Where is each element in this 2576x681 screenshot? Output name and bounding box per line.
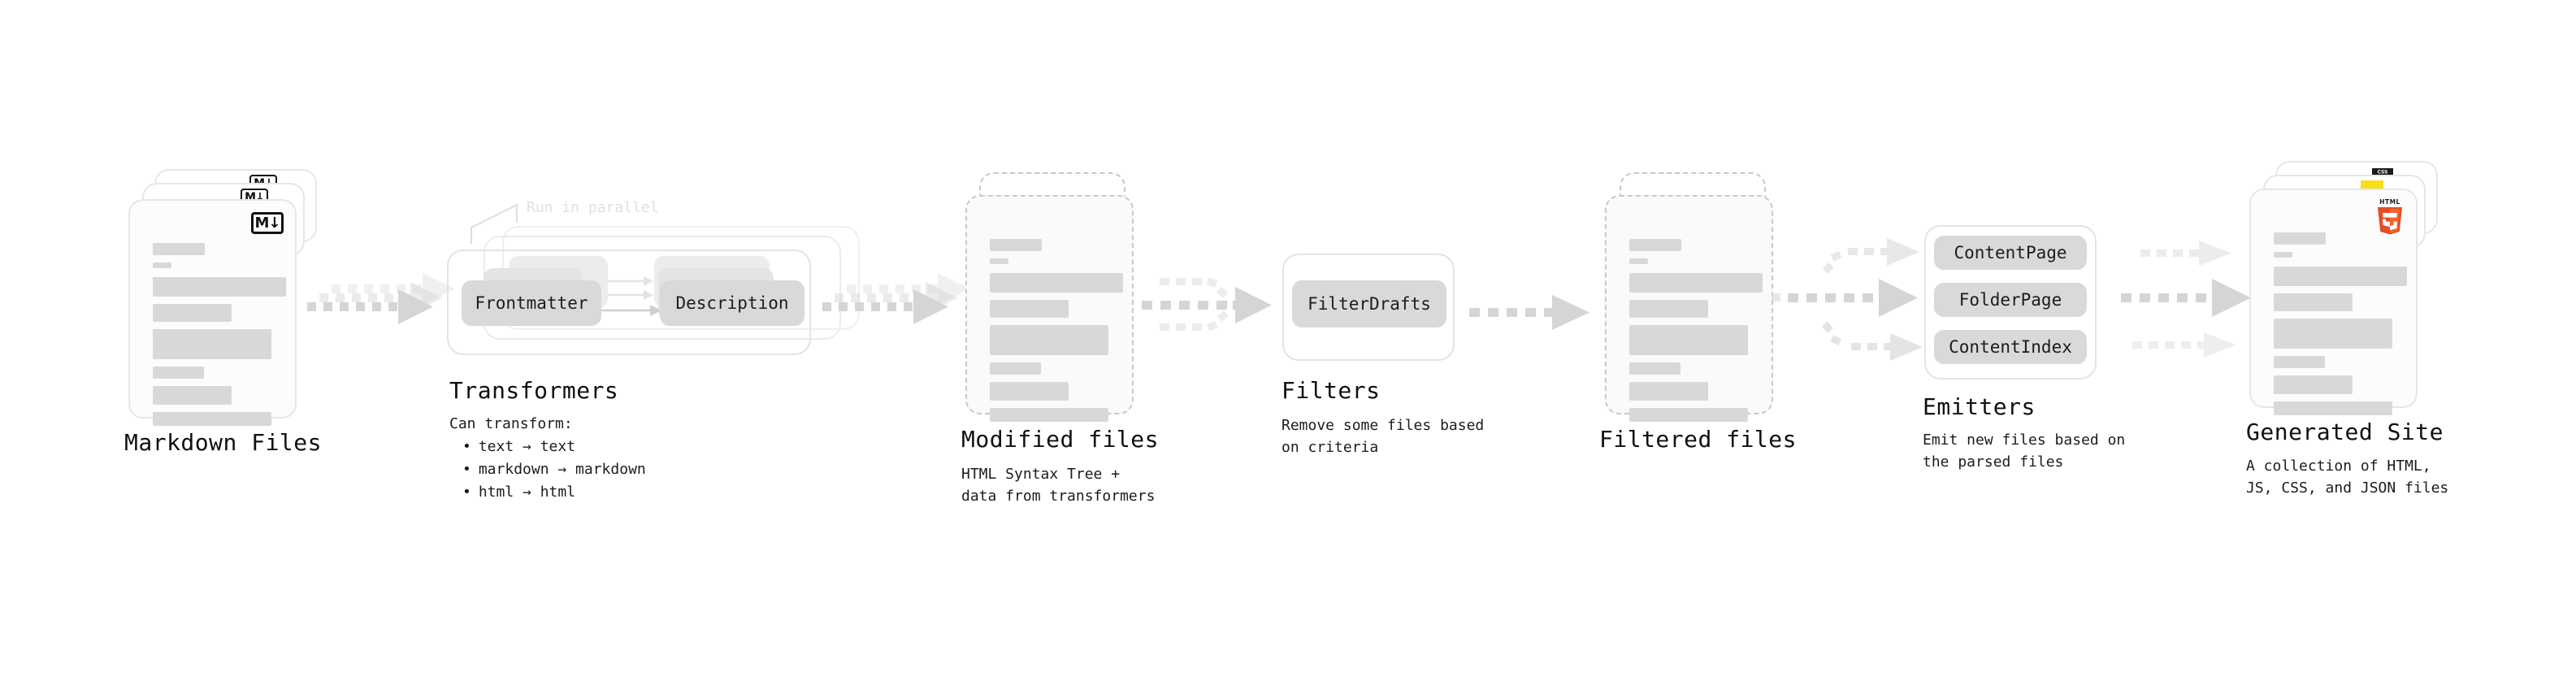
transformer-chip-frontmatter[interactable]: Frontmatter [462,280,601,326]
arrow-emitters-to-site [2121,241,2251,358]
arrow-modified-to-filters [1142,277,1272,332]
emitter-chip-contentindex-label: ContentIndex [1949,337,2072,357]
content-bar [1629,408,1748,422]
site-card-bars [2274,232,2407,423]
emitters-groupbox [1924,225,2097,380]
transformers-bullet-item: markdown → markdown [462,458,646,481]
content-bar [153,277,286,297]
content-bar [2274,375,2353,394]
content-bar [153,386,232,405]
arrow-filters-to-filtered [1469,295,1589,330]
transformer-chip-frontmatter-label: Frontmatter [475,293,588,313]
content-bar [990,239,1042,251]
stage-subtitle-emitters: Emit new files based on the parsed files [1923,432,2126,471]
content-bar [1629,325,1748,355]
emitter-chip-contentpage[interactable]: ContentPage [1934,236,2087,270]
content-bar [990,408,1108,422]
content-bar [2274,319,2392,349]
html5-badge-icon: HTML [2378,198,2402,235]
filters-groupbox [1282,254,1455,361]
filtered-card-bars [1629,239,1763,429]
modified-card-bars [990,239,1123,429]
content-bar [2274,293,2353,311]
content-bar [1629,362,1680,375]
transformer-chip-description-label: Description [675,293,789,313]
stage-label-emitters: Emitters [1923,393,2036,420]
content-bar [990,325,1108,355]
content-bar [2274,401,2392,415]
content-bar [153,329,271,359]
site-card-front: HTML [2249,189,2418,415]
transformers-bullet-item: html → html [462,481,646,504]
stage-label-filtered-files: Filtered files [1599,426,1798,453]
content-bar [990,382,1069,401]
stage-label-modified-files: Modified files [961,426,1160,453]
stage-label-generated-site: Generated Site [2246,419,2444,445]
markdown-badge-icon: M↓ [251,212,284,234]
content-bar [153,243,205,255]
content-bar [2274,232,2326,245]
content-bar [990,273,1123,293]
transformers-bullet-list: text → text markdown → markdown html → h… [449,436,646,504]
stage-subtitle-modified-files: HTML Syntax Tree + data from transformer… [961,466,1156,505]
transformer-chip-description[interactable]: Description [660,280,804,326]
filter-chip-filterdrafts[interactable]: FilterDrafts [1292,280,1446,327]
stage-label-markdown-files: Markdown Files [124,429,323,456]
transformers-bullets-header: Can transform: [449,415,573,432]
content-bar [153,412,271,426]
content-bar [1629,258,1648,264]
stage-subtitle-filters: Remove some files based on criteria [1281,417,1485,457]
stage-label-transformers: Transformers [449,377,619,404]
svg-text:HTML: HTML [2379,198,2400,206]
run-in-parallel-label: Run in parallel [527,199,659,216]
svg-text:CSS: CSS [2378,169,2388,175]
transformer-inner-arrows [600,276,661,316]
emitter-chip-contentindex[interactable]: ContentIndex [1934,330,2087,364]
markdown-badge-text: M↓ [254,214,281,232]
content-bar [1629,382,1708,401]
markdown-card-front: M↓ [128,199,297,426]
arrow-markdown-to-transformers [307,273,455,324]
content-bar [2274,267,2407,286]
run-in-parallel-bracket [471,203,518,244]
transformers-groupbox-front [447,249,811,355]
stage-subtitle-generated-site: A collection of HTML, JS, CSS, and JSON … [2246,458,2449,497]
content-bar [1629,300,1708,318]
stage-label-filters: Filters [1281,377,1381,404]
content-bar [990,362,1041,375]
content-bar [153,304,232,322]
content-bar [2274,356,2325,368]
content-bar [990,300,1069,318]
modified-card-front [965,195,1134,422]
emitter-chip-contentpage-label: ContentPage [1954,243,2067,262]
content-bar [153,262,171,268]
filtered-card-front [1605,195,1773,422]
transformers-bullet-item: text → text [462,436,646,458]
content-bar [153,367,204,379]
emitter-chip-folderpage[interactable]: FolderPage [1934,283,2087,317]
arrow-transformers-to-modified [822,273,970,324]
arrow-filtered-to-emitters [1772,238,1923,361]
content-bar [2274,252,2292,258]
markdown-card-bars [153,243,286,433]
content-bar [990,258,1008,264]
emitter-chip-folderpage-label: FolderPage [1958,290,2062,310]
content-bar [1629,273,1763,293]
transformers-bullets: Can transform: text → text markdown → ma… [449,413,646,504]
filter-chip-filterdrafts-label: FilterDrafts [1308,294,1431,314]
content-bar [1629,239,1681,251]
